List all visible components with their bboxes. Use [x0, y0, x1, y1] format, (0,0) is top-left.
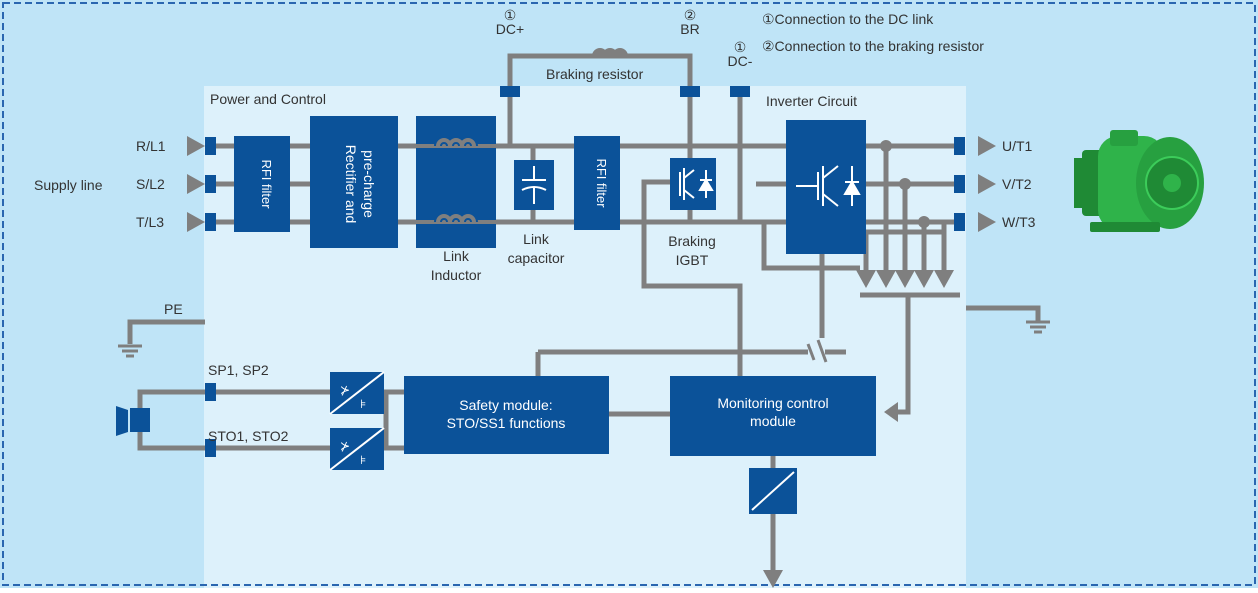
- key-switch-icon: [116, 406, 150, 436]
- svg-text:⊧: ⊧: [360, 397, 366, 411]
- output-w-t3-label: W/T3: [1002, 214, 1036, 230]
- rectifier-label-line1: Rectifier and: [343, 145, 359, 224]
- braking-igbt-label-line1: Braking: [668, 233, 715, 249]
- phase-r-l1-label: R/L1: [136, 138, 166, 154]
- svg-text:⊁: ⊁: [340, 439, 350, 453]
- monitoring-label-line2: module: [750, 413, 796, 429]
- safety-module-block: [404, 376, 609, 454]
- safety-module-label-line2: STO/SS1 functions: [447, 415, 566, 431]
- rfi-filter-input-label: RFI filter: [259, 159, 274, 209]
- svg-text:⊧: ⊧: [360, 453, 366, 467]
- rfi-filter-output-label: RFI filter: [594, 158, 609, 208]
- dc-plus-number: ①: [504, 7, 517, 23]
- sto-label: STO1, STO2: [208, 428, 289, 444]
- optocoupler-icon: ⊁ ⊧: [329, 427, 385, 471]
- legend-braking-resistor: ②Connection to the braking resistor: [762, 38, 984, 54]
- rfi-filter-input-block: [234, 136, 290, 232]
- switch-icon: [806, 339, 828, 363]
- motor-icon: [1074, 130, 1204, 232]
- inductor-icon: [416, 136, 496, 224]
- link-capacitor-label-line2: capacitor: [508, 250, 565, 266]
- rectifier-label-line2: pre-charge: [361, 150, 377, 218]
- ground-icon: [1026, 320, 1050, 334]
- output-v-t2-label: V/T2: [1002, 176, 1032, 192]
- optocoupler-icon: ⊁ ⊧: [329, 371, 385, 415]
- monitoring-label-line1: Monitoring control: [717, 395, 828, 411]
- rectifier-block: [310, 116, 398, 248]
- pe-label: PE: [164, 301, 183, 317]
- safety-module-label-line1: Safety module:: [459, 397, 552, 413]
- igbt-icon: [796, 165, 861, 207]
- ground-icon: [118, 344, 142, 358]
- link-capacitor-label-line1: Link: [523, 231, 550, 247]
- svg-text:⊁: ⊁: [340, 383, 350, 397]
- dc-minus-label: DC-: [728, 53, 753, 69]
- dc-minus-number: ①: [734, 39, 747, 55]
- br-number: ②: [684, 7, 697, 23]
- rfi-filter-output-block: [574, 136, 620, 230]
- terminals: [205, 86, 965, 457]
- supply-line-label: Supply line: [34, 177, 103, 193]
- isolation-line: [751, 471, 795, 511]
- phase-t-l3-label: T/L3: [136, 214, 164, 230]
- igbt-icon: [679, 168, 714, 200]
- arrowheads: [187, 136, 996, 588]
- link-inductor-label-line1: Link: [443, 248, 470, 264]
- dc-plus-label: DC+: [496, 21, 524, 37]
- link-inductor-label-line2: Inductor: [431, 267, 482, 283]
- br-label: BR: [680, 21, 699, 37]
- output-u-t1-label: U/T1: [1002, 138, 1033, 154]
- junction-dots: [880, 140, 930, 228]
- monitoring-control-block: [670, 376, 876, 456]
- inductor-icon: [592, 48, 628, 57]
- capacitor-icon: [521, 166, 547, 204]
- legend-dc-link: ①Connection to the DC link: [762, 11, 934, 27]
- power-control-label: Power and Control: [210, 91, 326, 107]
- link-inductor-block: [416, 116, 496, 248]
- inverter-circuit-label: Inverter Circuit: [766, 93, 857, 109]
- braking-resistor-label: Braking resistor: [546, 66, 644, 82]
- braking-igbt-label-line2: IGBT: [676, 252, 709, 268]
- sp-label: SP1, SP2: [208, 362, 269, 378]
- phase-s-l2-label: S/L2: [136, 176, 165, 192]
